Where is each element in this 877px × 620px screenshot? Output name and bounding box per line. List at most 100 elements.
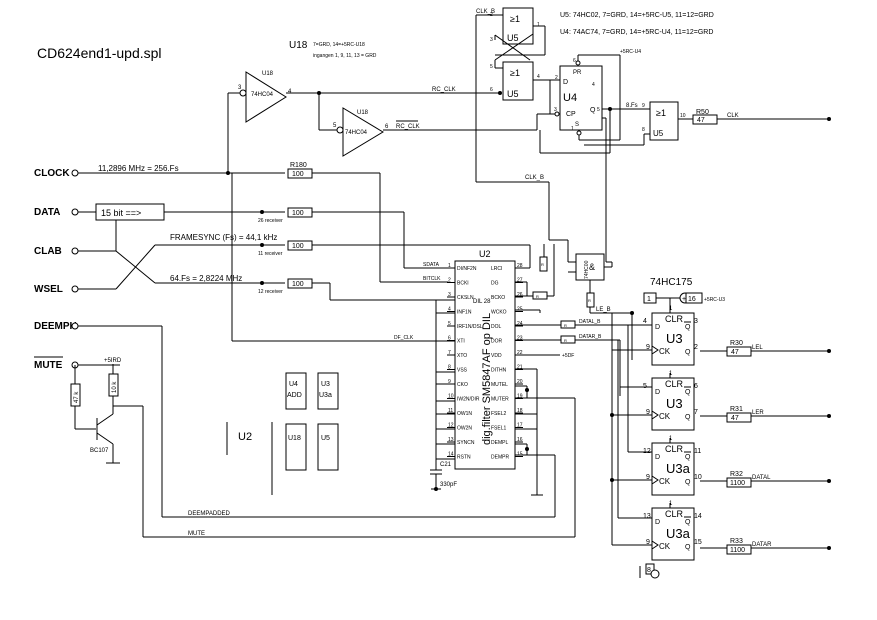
svg-text:8: 8 <box>647 567 651 574</box>
svg-text:5: 5 <box>597 107 600 113</box>
input-clab: CLAB <box>34 246 116 257</box>
data-label: DATA <box>34 207 60 218</box>
svg-text:≥1: ≥1 <box>510 68 520 78</box>
u5-note: U5: 74HC02, 7=GRD, 14=+5RC-U5, 11=12=GRD <box>560 12 714 19</box>
pin-number: 1 <box>448 263 451 269</box>
resistor-r31: R31 47 <box>726 406 752 423</box>
receiver-12-label: 12 receiver <box>258 289 283 295</box>
input-deemph: DEEMPH DEEMPADDED <box>34 321 555 518</box>
lel-label: LEL <box>752 345 763 351</box>
pin-name: RSTN <box>457 455 471 461</box>
pin-name: IW2N/DIR <box>457 397 480 403</box>
pin-number: 14 <box>448 452 454 458</box>
qn-label: Q <box>685 324 691 331</box>
datar-label: DATAR <box>752 542 772 548</box>
clock-label: CLOCK <box>34 168 70 179</box>
svg-text:R180: R180 <box>290 162 307 169</box>
d-label: D <box>655 519 660 526</box>
u3-ref-label: U3a <box>666 526 691 541</box>
svg-text:U18: U18 <box>288 435 301 442</box>
pin-name: MUTEL <box>491 382 508 388</box>
svg-text:74HC04: 74HC04 <box>345 130 368 136</box>
svg-text:6: 6 <box>490 87 493 93</box>
resistor-r30: R30 47 <box>726 340 752 357</box>
resistor-r50: R50 47 <box>692 109 718 125</box>
u5-gate-out: ≥1 U5 9 8 10 <box>642 101 686 141</box>
pin-number: 16 <box>517 437 523 443</box>
clock-freq-label: 11,2896 MHz = 256.Fs <box>98 164 179 173</box>
capacitor-c21: C21 330pF <box>430 462 457 488</box>
pin-name: INF1N <box>457 310 472 316</box>
svg-text:U5: U5 <box>507 33 519 43</box>
svg-text:R: R <box>536 294 539 299</box>
plus5df-label: +5DF <box>562 353 574 359</box>
pin-name: XTO <box>457 353 467 359</box>
receiver-11-label: 11 receiver <box>258 251 283 257</box>
svg-text:4: 4 <box>288 89 292 95</box>
svg-text:3: 3 <box>490 37 493 43</box>
framesync-label: FRAMESYNC (Fs) = 44,1 kHz <box>170 233 277 242</box>
svg-text:1100: 1100 <box>730 547 745 554</box>
pin-qn: 6 <box>694 383 698 390</box>
resistor-r180: R180 100 <box>287 162 313 179</box>
pin-number: 10 <box>448 394 454 400</box>
pin-name: VDD <box>491 353 502 359</box>
svg-text:R: R <box>588 298 591 303</box>
svg-text:6: 6 <box>385 124 389 130</box>
pin-name: DEMPL <box>491 440 508 446</box>
svg-text:74HC00: 74HC00 <box>584 260 590 279</box>
pin-name: OW2N <box>457 426 472 432</box>
clk-b-top-label: CLK_B <box>476 9 495 15</box>
rc-clk-label: RC_CLK <box>432 87 456 93</box>
ck-label: CK <box>659 347 671 356</box>
pin-name: DOL <box>491 324 502 330</box>
pin-number: 21 <box>517 365 523 371</box>
u18-note1: 7=GRD, 14=+5RC-U18 <box>313 42 365 48</box>
svg-text:U18: U18 <box>262 71 274 77</box>
svg-text:ADD: ADD <box>287 392 302 399</box>
pin-number: 19 <box>517 394 523 400</box>
u3-ref-label: U3a <box>666 461 691 476</box>
resistor-r32: R32 1100 <box>726 471 752 488</box>
pin-clr: 1 <box>669 306 673 312</box>
pin-number: 23 <box>517 336 523 342</box>
input-wsel: WSEL <box>34 284 116 295</box>
le-b-label: LE_B <box>596 307 611 313</box>
svg-text:C21: C21 <box>440 462 452 468</box>
pin-name: DOR <box>491 339 503 345</box>
u18-note2: ingangen 1, 9, 11, 13 = GRD <box>313 53 377 59</box>
pin-clr: 1 <box>669 436 673 442</box>
svg-text:Q: Q <box>590 107 596 114</box>
d-label: D <box>655 389 660 396</box>
ic-outline-u2: U2 <box>226 422 273 495</box>
svg-text:+: + <box>682 296 686 303</box>
qn-label: Q <box>685 454 691 461</box>
clab-label: CLAB <box>34 246 62 257</box>
pin-ck: 9 <box>646 474 650 481</box>
shift-register-label: 15 bit ==> <box>101 208 141 218</box>
clr-label: CLR <box>665 509 684 519</box>
svg-text:U2: U2 <box>238 431 252 443</box>
u18-inverter-2: U18 74HC04 5 6 <box>333 107 389 157</box>
svg-text:100: 100 <box>292 171 304 178</box>
svg-text:U3: U3 <box>321 381 330 388</box>
svg-text:R31: R31 <box>730 406 743 413</box>
svg-text:1: 1 <box>537 22 540 28</box>
schematic-title: CD624end1-upd.spl <box>37 45 162 61</box>
transistor-bc107: BC107 <box>90 413 114 454</box>
input-clock: CLOCK 11,2896 MHz = 256.Fs <box>34 164 285 179</box>
